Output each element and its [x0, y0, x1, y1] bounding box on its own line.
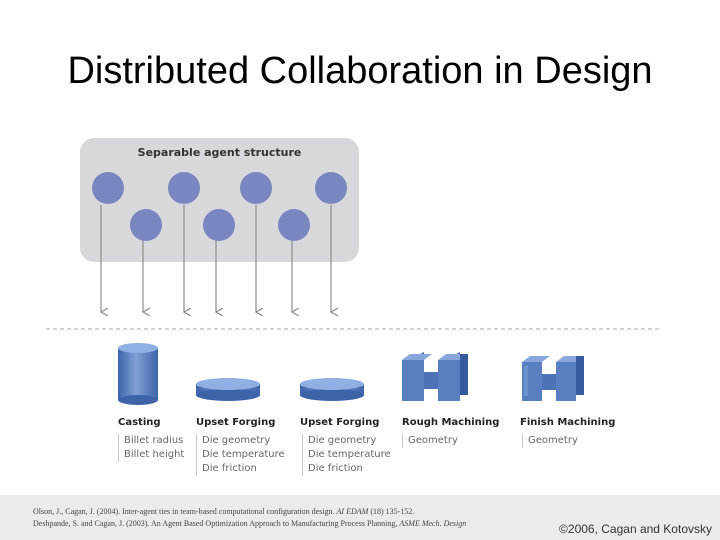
stage-param: Die temperature: [202, 449, 285, 460]
copyright-text: ©2006, Cagan and Kotovsky: [559, 522, 712, 536]
stage-params: Die geometry Die temperature Die frictio…: [196, 434, 285, 476]
stage-params: Geometry: [522, 434, 578, 448]
reference-tail: (18) 135-152.: [368, 507, 415, 516]
agent-arrows: [101, 205, 331, 312]
finish-machined-part-icon: [522, 356, 584, 401]
agent-node: [203, 209, 235, 241]
agent-node: [168, 172, 200, 204]
footer-bar: [0, 495, 720, 540]
reference-source: AI EDAM: [336, 507, 369, 516]
stage-title: Upset Forging: [300, 417, 380, 428]
agent-node: [240, 172, 272, 204]
reference-text: Deshpande, S. and Cagan, J. (2003). An A…: [33, 519, 400, 528]
forged-disk-icon: [300, 378, 364, 401]
stage-param: Die geometry: [308, 435, 377, 446]
agent-structure-label: Separable agent structure: [137, 146, 302, 159]
stage-title: Upset Forging: [196, 417, 276, 428]
rough-machined-part-icon: [402, 352, 468, 401]
stage-params: Billet radius Billet height: [118, 434, 184, 462]
agent-node: [278, 209, 310, 241]
stage-param: Die temperature: [308, 449, 391, 460]
reference-text: Olson, J., Cagan, J. (2004). Inter-agent…: [33, 507, 337, 516]
stage-param: Billet radius: [124, 435, 184, 446]
agent-node: [315, 172, 347, 204]
stage-param: Geometry: [408, 435, 458, 446]
reference-line: Deshpande, S. and Cagan, J. (2003). An A…: [33, 519, 466, 528]
stage-params: Die geometry Die temperature Die frictio…: [302, 434, 391, 476]
stage-param: Die friction: [308, 463, 363, 474]
stage-param: Billet height: [124, 449, 185, 460]
stage-title: Rough Machining: [402, 417, 500, 428]
stage-param: Die geometry: [202, 435, 271, 446]
stage-param: Die friction: [202, 463, 257, 474]
reference-line: Olson, J., Cagan, J. (2004). Inter-agent…: [33, 507, 414, 516]
agent-structure-box: Separable agent structure: [80, 138, 359, 262]
slide-title: Distributed Collaboration in Design: [67, 50, 653, 92]
casting-billet-icon: [118, 343, 158, 405]
stage-title: Finish Machining: [520, 417, 616, 428]
stage-params: Geometry: [402, 434, 458, 448]
reference-source: ASME Mech. Design: [399, 519, 467, 528]
stage-title: Casting: [118, 417, 161, 428]
forged-disk-icon: [196, 378, 260, 401]
agent-node: [130, 209, 162, 241]
agents: [92, 172, 347, 241]
process-diagram: [46, 172, 662, 405]
stage-param: Geometry: [528, 435, 578, 446]
agent-node: [92, 172, 124, 204]
